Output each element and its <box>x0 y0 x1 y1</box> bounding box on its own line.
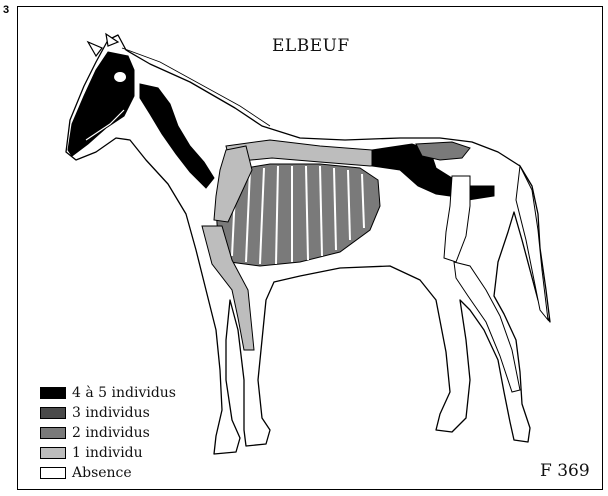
legend-label: 1 individu <box>72 445 143 461</box>
tail-shape <box>516 166 548 320</box>
legend-label: Absence <box>72 465 132 481</box>
legend-label: 3 individus <box>72 405 150 421</box>
legend-swatch <box>40 427 66 439</box>
legend-label: 2 individus <box>72 425 150 441</box>
legend-item: 1 individu <box>40 443 176 463</box>
legend-item: 2 individus <box>40 423 176 443</box>
legend-swatch <box>40 447 66 459</box>
legend-item: 4 à 5 individus <box>40 383 176 403</box>
figure-code: F 369 <box>540 461 590 481</box>
legend-swatch <box>40 467 66 479</box>
legend-swatch <box>40 407 66 419</box>
eye-socket <box>114 72 126 82</box>
legend-item: Absence <box>40 463 176 483</box>
legend: 4 à 5 individus 3 individus 2 individus … <box>40 383 176 483</box>
legend-swatch <box>40 387 66 399</box>
figure-title: ELBEUF <box>272 36 350 56</box>
legend-item: 3 individus <box>40 403 176 423</box>
legend-label: 4 à 5 individus <box>72 385 176 401</box>
